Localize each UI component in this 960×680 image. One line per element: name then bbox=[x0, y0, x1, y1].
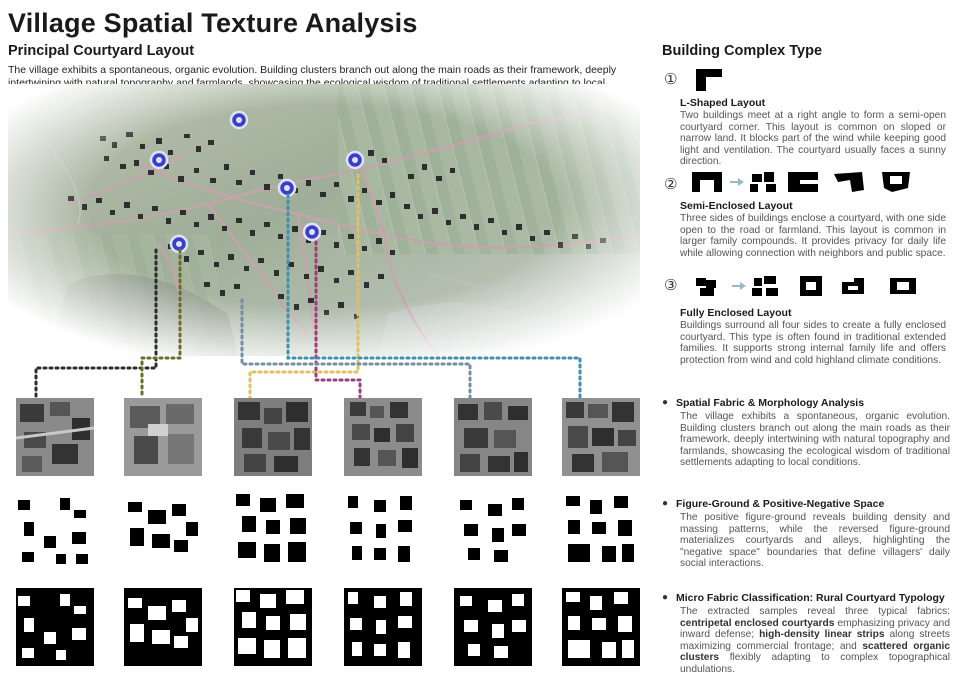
analysis-title-1: Spatial Fabric & Morphology Analysis bbox=[676, 397, 865, 409]
figure-ground-3 bbox=[234, 492, 312, 570]
page-title: Village Spatial Texture Analysis bbox=[8, 8, 418, 38]
type-number-2: ② bbox=[664, 175, 678, 193]
analysis-title-2: Figure-Ground & Positive-Negative Space bbox=[676, 498, 885, 510]
type-title-2: Semi-Enclosed Layout bbox=[680, 200, 793, 212]
analysis-body-2: The positive figure-ground reveals build… bbox=[680, 512, 950, 570]
figure-ground-5 bbox=[454, 492, 532, 570]
sample-photo-3 bbox=[234, 398, 312, 476]
sample-photo-1 bbox=[16, 398, 94, 476]
bullet-icon: ● bbox=[662, 498, 669, 509]
reverse-ground-2 bbox=[124, 588, 202, 666]
analysis-body-1: The village exhibits a spontaneous, orga… bbox=[680, 411, 950, 469]
figure-ground-4 bbox=[344, 492, 422, 570]
sample-photo-2 bbox=[124, 398, 202, 476]
type-title-1: L-Shaped Layout bbox=[680, 97, 766, 109]
reverse-ground-4 bbox=[344, 588, 422, 666]
aerial-map bbox=[8, 84, 640, 356]
type-title-3: Fully Enclosed Layout bbox=[680, 307, 792, 319]
analysis-figure-ground: ● Figure-Ground & Positive-Negative Spac… bbox=[662, 498, 950, 578]
type-desc-2: Three sides of buildings enclose a court… bbox=[680, 213, 946, 259]
figure-ground-1 bbox=[16, 492, 94, 570]
bullet-icon: ● bbox=[662, 397, 669, 408]
sample-photo-6 bbox=[562, 398, 640, 476]
semi-enclosed-icons bbox=[692, 172, 910, 192]
building-type-panel: Building Complex Type ① L-Shaped Layout … bbox=[652, 0, 952, 680]
reverse-ground-3 bbox=[234, 588, 312, 666]
bullet-icon: ● bbox=[662, 592, 669, 603]
reverse-ground-6 bbox=[562, 588, 640, 666]
figure-ground-2 bbox=[124, 492, 202, 570]
sample-photo-4 bbox=[344, 398, 422, 476]
building-type-heading: Building Complex Type bbox=[662, 43, 823, 59]
analysis-body-3: The extracted samples reveal three typic… bbox=[680, 606, 951, 675]
fully-enclosed-icons bbox=[696, 276, 916, 296]
figure-ground-6 bbox=[562, 492, 640, 570]
type-desc-1: Two buildings meet at a right angle to f… bbox=[680, 110, 946, 168]
reverse-ground-5 bbox=[454, 588, 532, 666]
reverse-ground-1 bbox=[16, 588, 94, 666]
type-number-1: ① bbox=[664, 70, 678, 88]
analysis-spatial-fabric: ● Spatial Fabric & Morphology Analysis T… bbox=[662, 397, 950, 477]
l-shape-icon bbox=[696, 69, 722, 91]
analysis-title-3: Micro Fabric Classification: Rural Court… bbox=[676, 592, 945, 604]
sample-photo-5 bbox=[454, 398, 532, 476]
type-number-3: ③ bbox=[664, 276, 678, 294]
section-subtitle: Principal Courtyard Layout bbox=[8, 43, 195, 59]
analysis-micro-fabric: ● Micro Fabric Classification: Rural Cou… bbox=[662, 592, 951, 675]
type-desc-3: Buildings surround all four sides to cre… bbox=[680, 320, 946, 366]
